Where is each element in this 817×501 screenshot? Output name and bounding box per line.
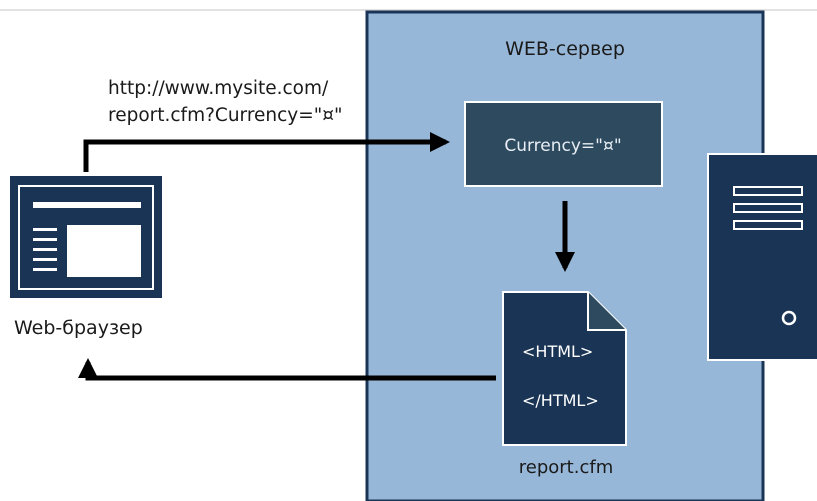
currency-parameter-label: Currency="¤" xyxy=(504,136,621,156)
browser-window-frame xyxy=(18,185,154,290)
request-url-line2: report.cfm?Currency="¤" xyxy=(108,105,343,126)
web-server-title: WEB-сервер xyxy=(505,38,625,60)
currency-parameter-box xyxy=(464,101,663,187)
browser-address-bar xyxy=(33,202,141,208)
server-slot-3 xyxy=(733,220,803,230)
request-url-line1: http://www.mysite.com/ xyxy=(108,78,329,99)
server-tower-icon xyxy=(707,153,817,361)
web-browser-label: Web-браузер xyxy=(14,317,143,339)
server-power-indicator xyxy=(781,310,797,326)
document-open-tag: <HTML> xyxy=(522,342,593,361)
browser-list-line-1 xyxy=(33,228,57,231)
browser-list-line-5 xyxy=(33,268,57,271)
document-filename: report.cfm xyxy=(519,457,613,478)
browser-list-line-4 xyxy=(33,258,57,261)
request-arrow xyxy=(83,132,450,172)
document-fold-icon xyxy=(587,292,626,331)
server-slot-2 xyxy=(733,203,803,213)
browser-content-pane xyxy=(67,225,141,277)
browser-list-line-3 xyxy=(33,248,57,251)
browser-list-line-2 xyxy=(33,238,57,241)
server-slot-1 xyxy=(733,186,803,196)
response-arrow xyxy=(78,358,496,381)
document-close-tag: </HTML> xyxy=(522,391,599,410)
